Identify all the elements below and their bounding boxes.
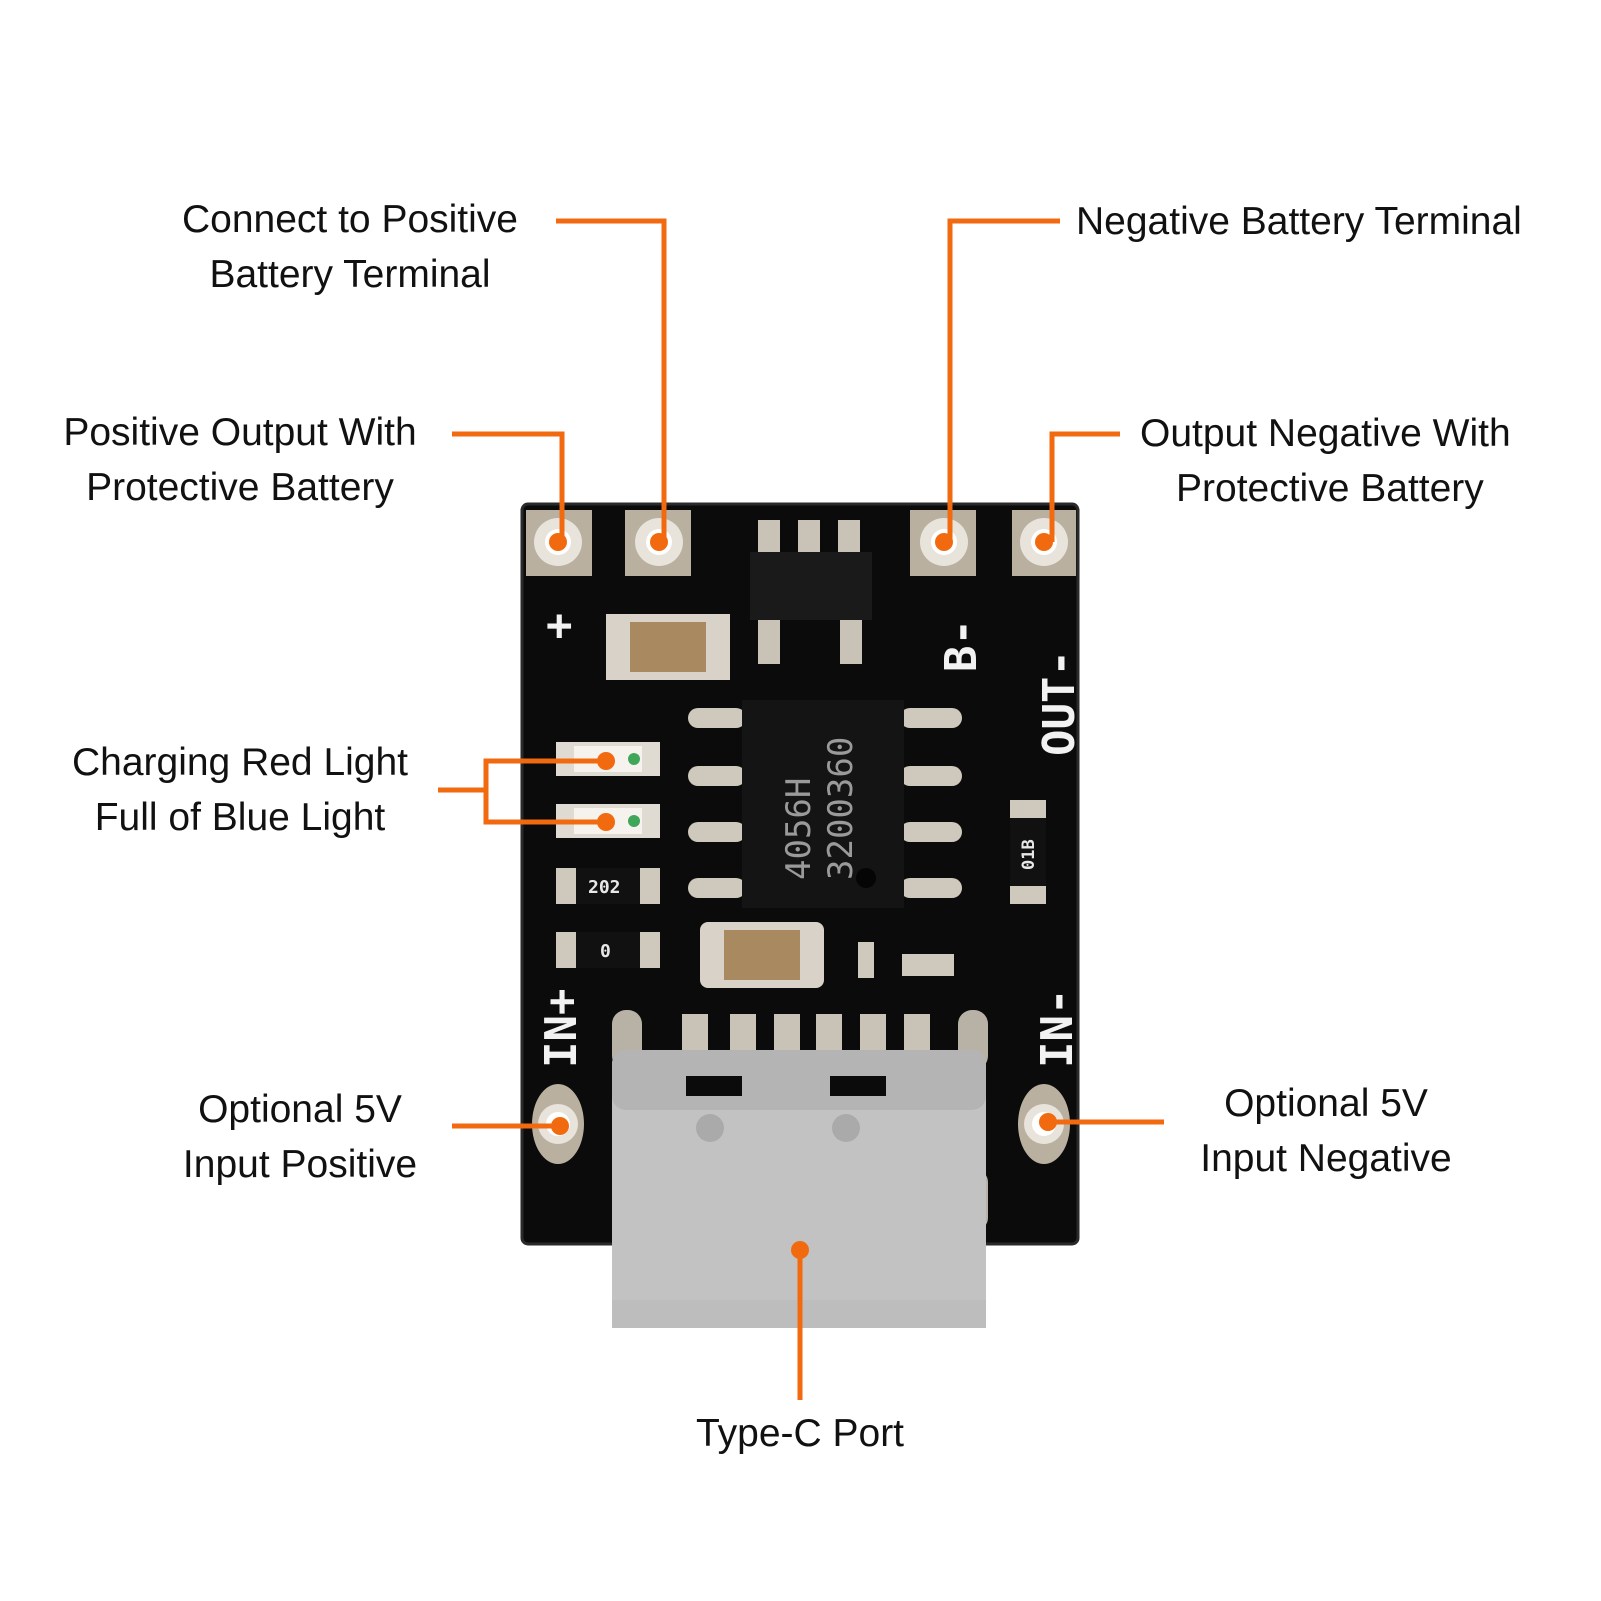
svg-text:0: 0 <box>600 941 611 962</box>
callout-dots <box>549 533 1057 1259</box>
resistor-0: 0 <box>556 932 660 968</box>
leader-negative-battery <box>947 218 1060 542</box>
protection-ic <box>750 520 872 664</box>
label-connect-positive: Connect to Positive Battery Terminal <box>181 198 518 296</box>
silk-plus: + <box>546 600 573 651</box>
leader-positive-output <box>452 431 565 542</box>
charger-ic: 4056H 3200360 <box>688 700 962 908</box>
label-charging-lights: Charging Red Light Full of Blue Light <box>71 741 409 839</box>
label-typec: Type-C Port <box>695 1412 905 1455</box>
leader-output-negative <box>1049 431 1120 542</box>
silk-in-minus: IN- <box>1032 989 1083 1068</box>
leader-charging-lights <box>438 758 606 793</box>
capacitor-bottom <box>700 922 824 988</box>
silk-in-plus: IN+ <box>536 989 587 1068</box>
resistor-01b: 01B <box>1010 800 1046 904</box>
resistor-202: 202 <box>556 868 660 904</box>
label-output-negative: Output Negative With Protective Battery <box>1140 412 1511 510</box>
leader-full-blue <box>483 790 606 825</box>
svg-text:01B: 01B <box>1019 839 1039 870</box>
svg-text:202: 202 <box>588 877 621 898</box>
chip-marking-2: 3200360 <box>821 737 861 880</box>
callout-lines <box>438 218 1164 1400</box>
label-input-positive: Optional 5V Input Positive <box>182 1088 418 1186</box>
capacitor-top <box>606 614 730 680</box>
silk-out-minus: OUT- <box>1034 650 1085 756</box>
silk-b-minus: B- <box>936 619 987 672</box>
typec-connector <box>612 1010 988 1328</box>
label-negative-battery: Negative Battery Terminal <box>1076 200 1522 243</box>
label-positive-output: Positive Output With Protective Battery <box>63 411 417 509</box>
leader-connect-positive <box>556 218 667 542</box>
chip-marking-1: 4056H <box>779 778 819 880</box>
label-input-negative: Optional 5V Input Negative <box>1200 1082 1452 1180</box>
